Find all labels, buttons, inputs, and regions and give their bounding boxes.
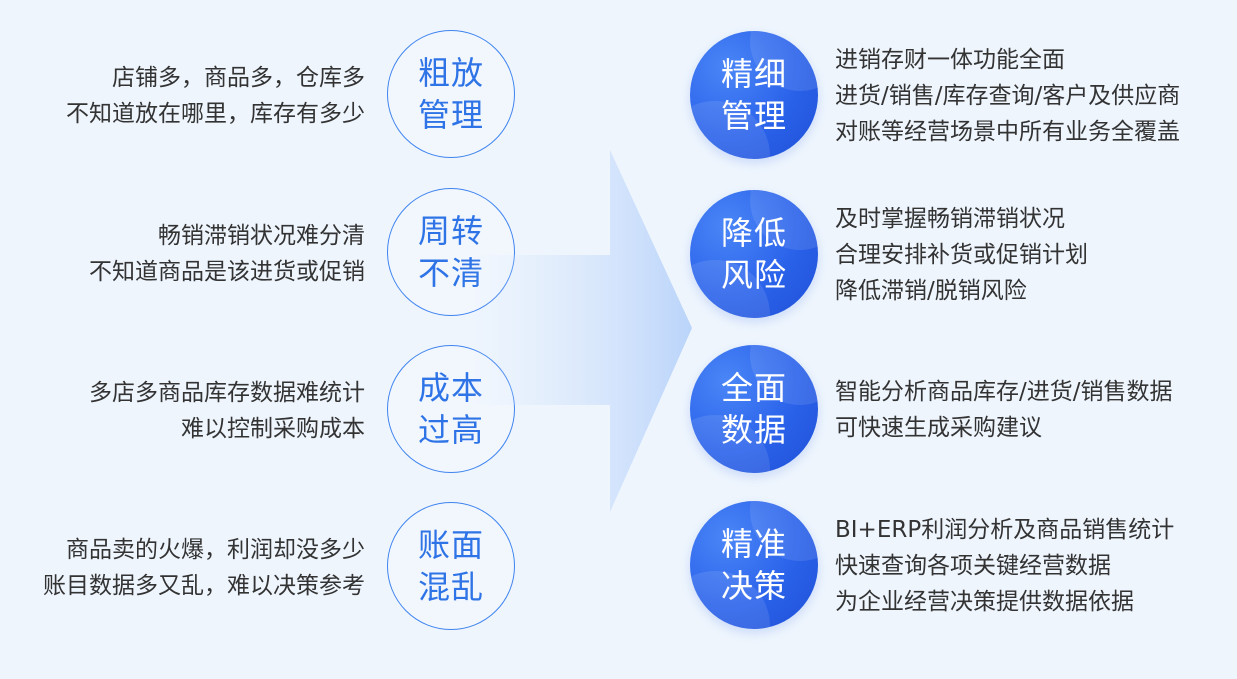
problem-title-line: 过高 xyxy=(417,411,484,449)
solution-description: 进销存财一体功能全面 进货/销售/库存查询/客户及供应商 对账等经营场景中所有业… xyxy=(835,42,1180,150)
solution-title-line: 数据 xyxy=(720,411,787,449)
problem-description-line: 店铺多，商品多，仓库多 xyxy=(112,65,365,91)
problem-description-line: 账目数据多又乱，难以决策参考 xyxy=(43,573,365,599)
solution-title-line: 管理 xyxy=(720,97,787,135)
solution-circle: 精准 决策 xyxy=(690,501,818,629)
problem-item-3: 多店多商品库存数据难统计 难以控制采购成本 成本 过高 xyxy=(0,345,520,477)
solution-description-line: 智能分析商品库存/进货/销售数据 xyxy=(835,379,1173,405)
solution-description-line: 快速查询各项关键经营数据 xyxy=(835,553,1111,579)
problem-title-line: 账面 xyxy=(417,526,484,564)
solution-description: 及时掌握畅销滞销状况 合理安排补货或促销计划 降低滞销/脱销风险 xyxy=(835,201,1088,309)
solution-circle: 降低 风险 xyxy=(690,190,818,318)
problem-description-line: 商品卖的火爆，利润却没多少 xyxy=(66,537,365,563)
solution-item-2: 降低 风险 及时掌握畅销滞销状况 合理安排补货或促销计划 降低滞销/脱销风险 xyxy=(690,190,1237,320)
problem-description-line: 多店多商品库存数据难统计 xyxy=(89,380,365,406)
problem-description: 多店多商品库存数据难统计 难以控制采购成本 xyxy=(89,375,365,447)
problem-item-4: 商品卖的火爆，利润却没多少 账目数据多又乱，难以决策参考 账面 混乱 xyxy=(0,502,520,634)
arrow-shape xyxy=(470,150,692,512)
transition-arrow xyxy=(470,150,692,512)
solution-item-1: 精细 管理 进销存财一体功能全面 进货/销售/库存查询/客户及供应商 对账等经营… xyxy=(690,31,1237,161)
solution-item-4: 精准 决策 BI+ERP利润分析及商品销售统计 快速查询各项关键经营数据 为企业… xyxy=(690,501,1237,631)
solution-title-line: 精准 xyxy=(720,525,787,563)
solution-description-line: 进货/销售/库存查询/客户及供应商 xyxy=(835,83,1181,109)
solution-description-line: 为企业经营决策提供数据依据 xyxy=(835,589,1134,615)
problem-title-line: 混乱 xyxy=(417,568,484,606)
solution-description-line: 可快速生成采购建议 xyxy=(835,415,1042,441)
problem-description: 商品卖的火爆，利润却没多少 账目数据多又乱，难以决策参考 xyxy=(43,532,365,604)
problem-description-line: 不知道商品是该进货或促销 xyxy=(89,259,365,285)
solution-description-line: 及时掌握畅销滞销状况 xyxy=(835,206,1065,232)
solution-title-line: 全面 xyxy=(720,369,787,407)
problem-description: 店铺多，商品多，仓库多 不知道放在哪里，库存有多少 xyxy=(66,60,365,132)
solution-title-line: 精细 xyxy=(720,55,787,93)
solution-description-line: 降低滞销/脱销风险 xyxy=(835,278,1027,304)
problem-description: 畅销滞销状况难分清 不知道商品是该进货或促销 xyxy=(89,218,365,290)
solution-description: BI+ERP利润分析及商品销售统计 快速查询各项关键经营数据 为企业经营决策提供… xyxy=(835,512,1174,620)
problem-item-1: 店铺多，商品多，仓库多 不知道放在哪里，库存有多少 粗放 管理 xyxy=(0,30,520,162)
solution-description: 智能分析商品库存/进货/销售数据 可快速生成采购建议 xyxy=(835,374,1173,446)
solution-circle: 精细 管理 xyxy=(690,31,818,159)
problem-description-line: 难以控制采购成本 xyxy=(181,416,365,442)
problem-title-line: 周转 xyxy=(417,212,484,250)
solution-description-line: 合理安排补货或促销计划 xyxy=(835,242,1088,268)
solution-circle: 全面 数据 xyxy=(690,345,818,473)
problem-circle: 账面 混乱 xyxy=(387,502,515,630)
solution-title-line: 决策 xyxy=(720,567,787,605)
solution-description-line: 进销存财一体功能全面 xyxy=(835,47,1065,73)
problem-circle: 粗放 管理 xyxy=(387,30,515,158)
solution-title-line: 降低 xyxy=(720,214,787,252)
problem-description-line: 畅销滞销状况难分清 xyxy=(158,223,365,249)
problem-item-2: 畅销滞销状况难分清 不知道商品是该进货或促销 周转 不清 xyxy=(0,188,520,320)
problem-description-line: 不知道放在哪里，库存有多少 xyxy=(66,101,365,127)
solution-description-line: 对账等经营场景中所有业务全覆盖 xyxy=(835,119,1180,145)
solution-description-line: BI+ERP利润分析及商品销售统计 xyxy=(835,517,1175,543)
problem-title-line: 粗放 xyxy=(417,54,484,92)
solution-item-3: 全面 数据 智能分析商品库存/进货/销售数据 可快速生成采购建议 xyxy=(690,345,1237,475)
solution-title-line: 风险 xyxy=(720,256,787,294)
problem-title-line: 管理 xyxy=(417,96,484,134)
